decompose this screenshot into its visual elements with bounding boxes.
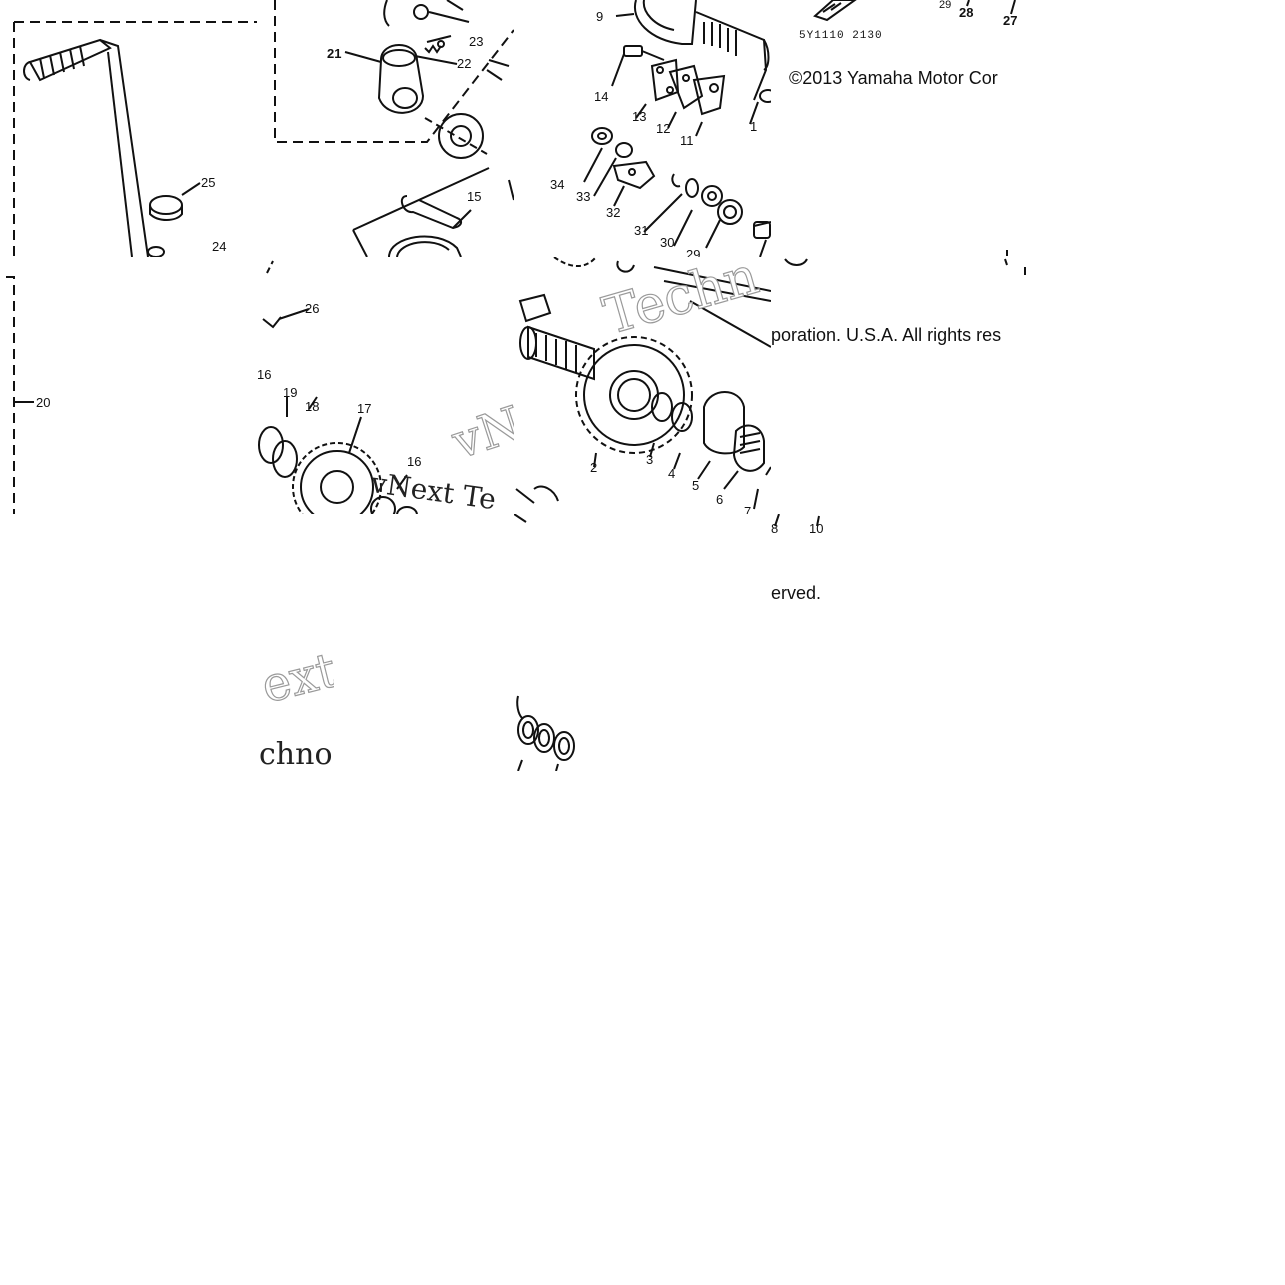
copyright-2-marks bbox=[784, 258, 1026, 275]
tile-frame-20: 20 bbox=[0, 257, 257, 514]
part-label-28: 28 bbox=[959, 5, 974, 20]
tile-kick-lever: 25 24 bbox=[0, 0, 257, 257]
part-label-26: 26 bbox=[305, 301, 320, 316]
part-label-11: 11 bbox=[680, 133, 694, 148]
kick-lever-drawing bbox=[13, 21, 257, 257]
part-label-27: 27 bbox=[1003, 13, 1018, 28]
part-label-29: 29 bbox=[686, 247, 701, 257]
front-arrow-drawing bbox=[813, 0, 1016, 256]
part-label-14: 14 bbox=[594, 89, 609, 104]
part-label-4: 4 bbox=[668, 466, 676, 481]
tile-kick-shaft: 9 14 13 12 11 1 34 33 32 31 30 29 bbox=[514, 0, 771, 257]
part-label-16: 16 bbox=[407, 454, 422, 469]
part-label-18: 18 bbox=[305, 399, 320, 414]
part-label-12: 12 bbox=[656, 121, 671, 136]
kick-shaft-drawing bbox=[583, 0, 771, 257]
kick-gear-drawing bbox=[515, 257, 771, 510]
watermark-fragment-5: chno bbox=[259, 737, 333, 771]
part-label-22: 22 bbox=[457, 56, 472, 71]
part-label-24: 24 bbox=[212, 239, 227, 254]
kick-boss-drawing bbox=[274, 0, 514, 257]
part-label-21: 21 bbox=[327, 46, 342, 61]
part-label-19: 19 bbox=[283, 385, 298, 400]
leader-lines-8-10 bbox=[774, 514, 820, 527]
part-label-8: 8 bbox=[771, 521, 779, 536]
part-label-2: 2 bbox=[590, 460, 598, 475]
part-label-7: 7 bbox=[744, 504, 752, 514]
part-label-23: 23 bbox=[469, 34, 484, 49]
part-label-13: 13 bbox=[632, 109, 647, 124]
tile-idle-gear: 26 16 19 18 17 16 vNe vNext Te bbox=[257, 257, 514, 514]
tile-washers bbox=[514, 514, 590, 771]
tile-legend: 29 28 27 5Y1110 2130 ©2013 Yamaha Motor … bbox=[771, 0, 1028, 257]
tile-kick-boss: 21 23 22 15 bbox=[257, 0, 514, 257]
tile-copyright-2: poration. U.S.A. All rights res bbox=[771, 257, 1028, 514]
diagram-code: 5Y1110 2130 bbox=[799, 30, 883, 42]
part-label-30: 30 bbox=[660, 235, 675, 250]
copyright-line-2: poration. U.S.A. All rights res bbox=[771, 325, 1002, 345]
part-label-34: 34 bbox=[550, 177, 565, 192]
frame-20-drawing bbox=[6, 276, 34, 514]
part-label-31: 31 bbox=[634, 223, 649, 238]
tile-copyright-3: 8 10 erved. bbox=[771, 514, 1028, 614]
copyright-line-1: ©2013 Yamaha Motor Cor bbox=[789, 68, 998, 88]
part-label-17: 17 bbox=[357, 401, 372, 416]
part-label-25: 25 bbox=[201, 175, 216, 190]
part-label-33: 33 bbox=[576, 189, 591, 204]
part-label-5: 5 bbox=[692, 478, 700, 493]
part-label-32: 32 bbox=[606, 205, 621, 220]
part-label-9: 9 bbox=[596, 9, 604, 24]
part-label-15: 15 bbox=[467, 189, 482, 204]
tile-watermark: ext chno bbox=[257, 514, 334, 771]
part-label-16-fragment: 16 bbox=[257, 367, 272, 382]
washers-drawing bbox=[514, 514, 575, 771]
part-label-10: 10 bbox=[809, 521, 824, 536]
watermark-fragment-4: ext bbox=[257, 641, 334, 715]
copyright-line-3: erved. bbox=[771, 583, 822, 603]
part-label-29b: 29 bbox=[939, 0, 952, 11]
part-label-1: 1 bbox=[750, 119, 758, 134]
part-label-3: 3 bbox=[646, 452, 654, 467]
tile-kick-gear: Techn 2 3 4 5 6 7 bbox=[514, 257, 771, 514]
part-label-20: 20 bbox=[36, 395, 51, 410]
part-label-6: 6 bbox=[716, 492, 724, 507]
idle-gear-drawing bbox=[258, 260, 418, 514]
